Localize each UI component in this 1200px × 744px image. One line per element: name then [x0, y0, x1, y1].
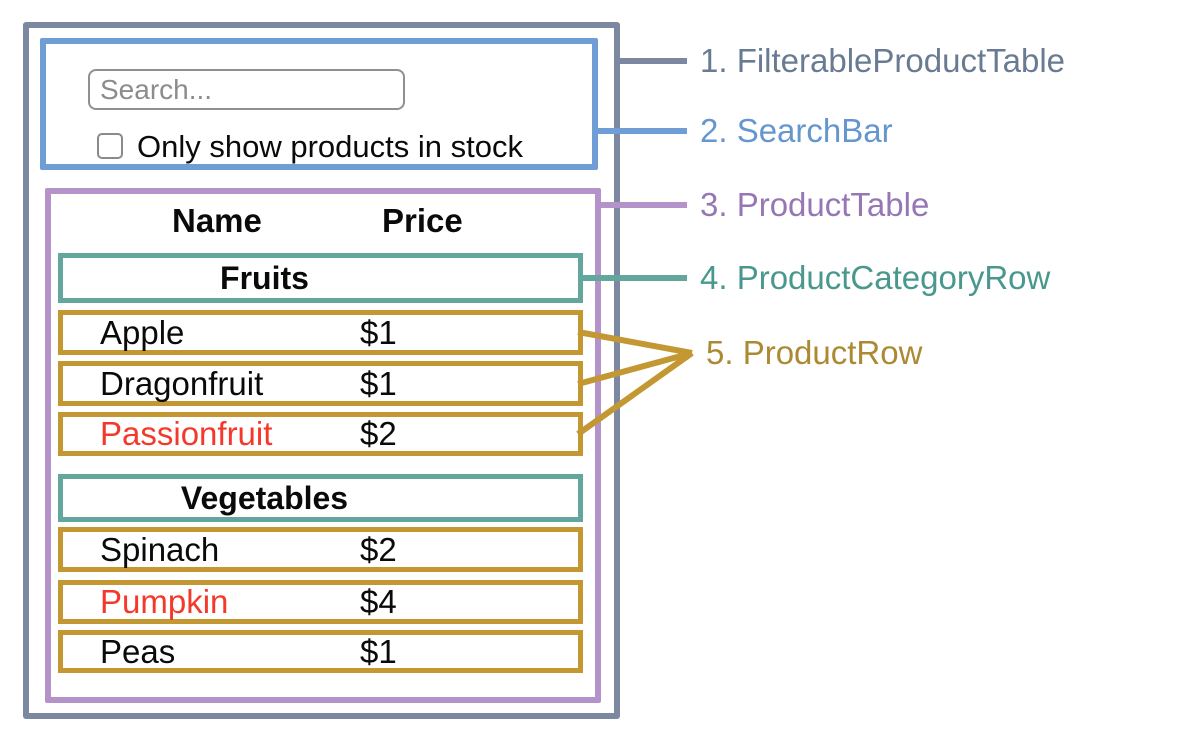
- product-name-out-of-stock: Passionfruit: [100, 415, 273, 452]
- legend-product-row: 5. ProductRow: [706, 334, 923, 371]
- category-row-fruits: Fruits: [58, 253, 583, 303]
- product-row-spinach: Spinach $2: [58, 527, 583, 572]
- product-row-pumpkin: Pumpkin $4: [58, 580, 583, 624]
- legend-filterable-product-table: 1. FilterableProductTable: [700, 42, 1066, 79]
- in-stock-checkbox-label: Only show products in stock: [137, 129, 523, 164]
- product-name: Spinach: [100, 531, 220, 568]
- product-name: Peas: [100, 633, 176, 670]
- product-row-dragonfruit: Dragonfruit $1: [58, 361, 583, 406]
- product-price: $4: [360, 583, 397, 620]
- product-row-peas: Peas $1: [58, 630, 583, 673]
- product-price: $1: [360, 314, 397, 351]
- product-price: $1: [360, 365, 397, 402]
- product-price: $2: [360, 531, 397, 568]
- product-price: $2: [360, 415, 397, 452]
- product-row-passionfruit: Passionfruit $2: [58, 412, 583, 456]
- category-row-vegetables: Vegetables: [58, 474, 583, 522]
- product-name-out-of-stock: Pumpkin: [100, 583, 229, 620]
- product-price: $1: [360, 633, 397, 670]
- column-header-price: Price: [382, 202, 463, 239]
- column-header-name: Name: [172, 202, 262, 239]
- legend-product-category-row: 4. ProductCategoryRow: [700, 259, 1051, 296]
- legend-product-table: 3. ProductTable: [700, 186, 930, 223]
- legend-search-bar: 2. SearchBar: [700, 112, 893, 149]
- product-row-apple: Apple $1: [58, 310, 583, 355]
- search-input[interactable]: [88, 69, 405, 110]
- in-stock-checkbox[interactable]: [97, 133, 123, 159]
- product-name: Dragonfruit: [100, 365, 264, 402]
- product-name: Apple: [100, 314, 185, 351]
